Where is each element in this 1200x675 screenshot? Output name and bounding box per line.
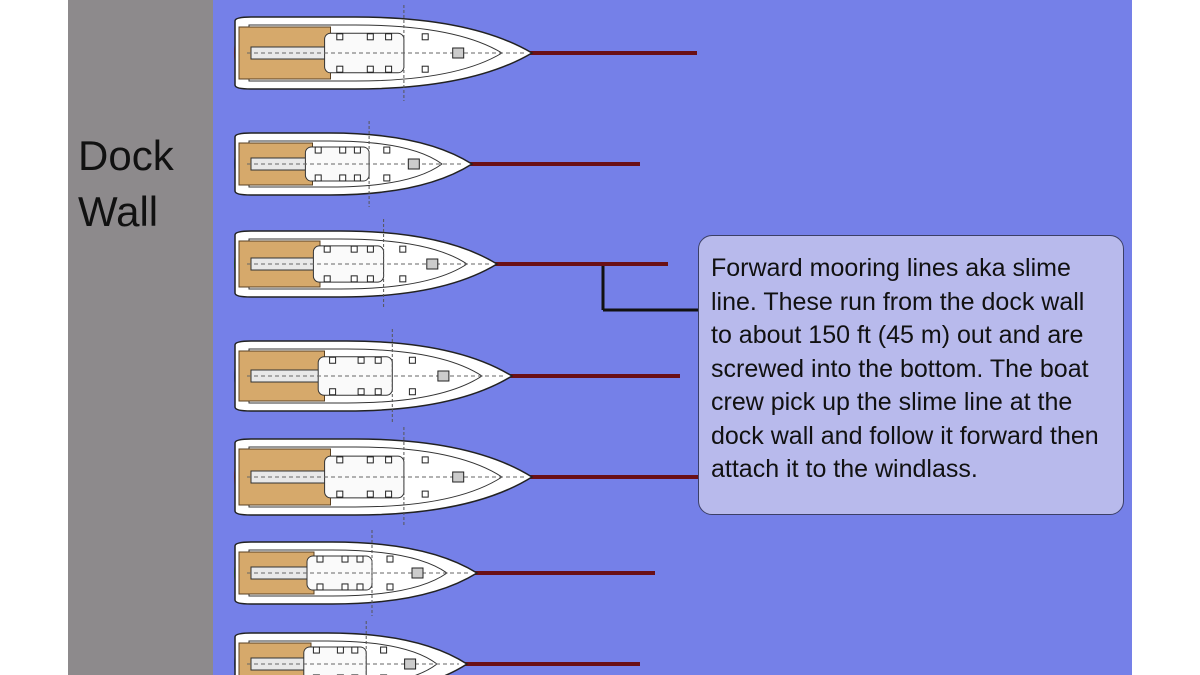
deck-fitting	[366, 275, 374, 283]
callout-leader	[601, 266, 698, 312]
deck-fitting	[383, 146, 391, 154]
deck-fitting	[314, 174, 322, 182]
deck-fitting	[386, 583, 394, 591]
dock-wall	[68, 0, 213, 675]
boat-6	[234, 530, 655, 616]
deck-fitting	[399, 245, 407, 253]
deck-fitting	[336, 33, 344, 41]
deck-fitting	[350, 275, 358, 283]
boat-2	[234, 121, 640, 207]
forward-hatch	[452, 47, 465, 59]
deck-fitting	[421, 65, 429, 73]
callout-text: Forward mooring lines aka slime line. Th…	[711, 254, 1099, 483]
deck-fitting	[366, 33, 374, 41]
dock-wall-label-line2: Wall	[78, 188, 159, 235]
deck-fitting	[323, 275, 331, 283]
forward-hatch	[437, 370, 450, 382]
deck-fitting	[316, 583, 324, 591]
deck-fitting	[336, 646, 344, 654]
deck-fitting	[353, 174, 361, 182]
forward-hatch	[426, 258, 439, 270]
deck-fitting	[399, 275, 407, 283]
deck-fitting	[366, 65, 374, 73]
deck-fitting	[421, 490, 429, 498]
deck-fitting	[312, 646, 320, 654]
deck-fitting	[385, 65, 393, 73]
deck-fitting	[408, 356, 416, 364]
deck-fitting	[386, 555, 394, 563]
boat-3	[234, 219, 668, 309]
forward-hatch	[407, 158, 420, 170]
forward-hatch	[404, 658, 417, 670]
deck-fitting	[351, 646, 359, 654]
dock-wall-label: Dock Wall	[78, 128, 174, 240]
deck-fitting	[374, 388, 382, 396]
boat-5	[234, 427, 698, 527]
deck-outline	[248, 140, 443, 188]
deck-fitting	[383, 174, 391, 182]
dock-wall-label-line1: Dock	[78, 132, 174, 179]
deck-fitting	[353, 146, 361, 154]
deck-fitting	[336, 456, 344, 464]
deck-fitting	[357, 388, 365, 396]
deck-fitting	[385, 490, 393, 498]
deck-fitting	[341, 583, 349, 591]
deck-fitting	[339, 146, 347, 154]
deck-fitting	[339, 174, 347, 182]
deck-fitting	[380, 646, 388, 654]
boat-7	[234, 621, 640, 675]
deck-fitting	[350, 245, 358, 253]
deck-fitting	[366, 245, 374, 253]
deck-fitting	[408, 388, 416, 396]
forward-hatch	[452, 471, 465, 483]
deck-fitting	[336, 490, 344, 498]
deck-fitting	[329, 388, 337, 396]
deck-fitting	[366, 456, 374, 464]
boat-1	[234, 5, 697, 101]
callout-box: Forward mooring lines aka slime line. Th…	[698, 235, 1124, 515]
deck-fitting	[341, 555, 349, 563]
deck-fitting	[421, 33, 429, 41]
deck-fitting	[356, 583, 364, 591]
boat-4	[234, 329, 680, 423]
deck-fitting	[357, 356, 365, 364]
forward-hatch	[411, 567, 424, 579]
deck-fitting	[329, 356, 337, 364]
deck-fitting	[316, 555, 324, 563]
deck-fitting	[323, 245, 331, 253]
deck-fitting	[356, 555, 364, 563]
deck-fitting	[366, 490, 374, 498]
deck-fitting	[385, 456, 393, 464]
deck-fitting	[385, 33, 393, 41]
deck-fitting	[336, 65, 344, 73]
deck-fitting	[374, 356, 382, 364]
deck-fitting	[421, 456, 429, 464]
deck-fitting	[314, 146, 322, 154]
